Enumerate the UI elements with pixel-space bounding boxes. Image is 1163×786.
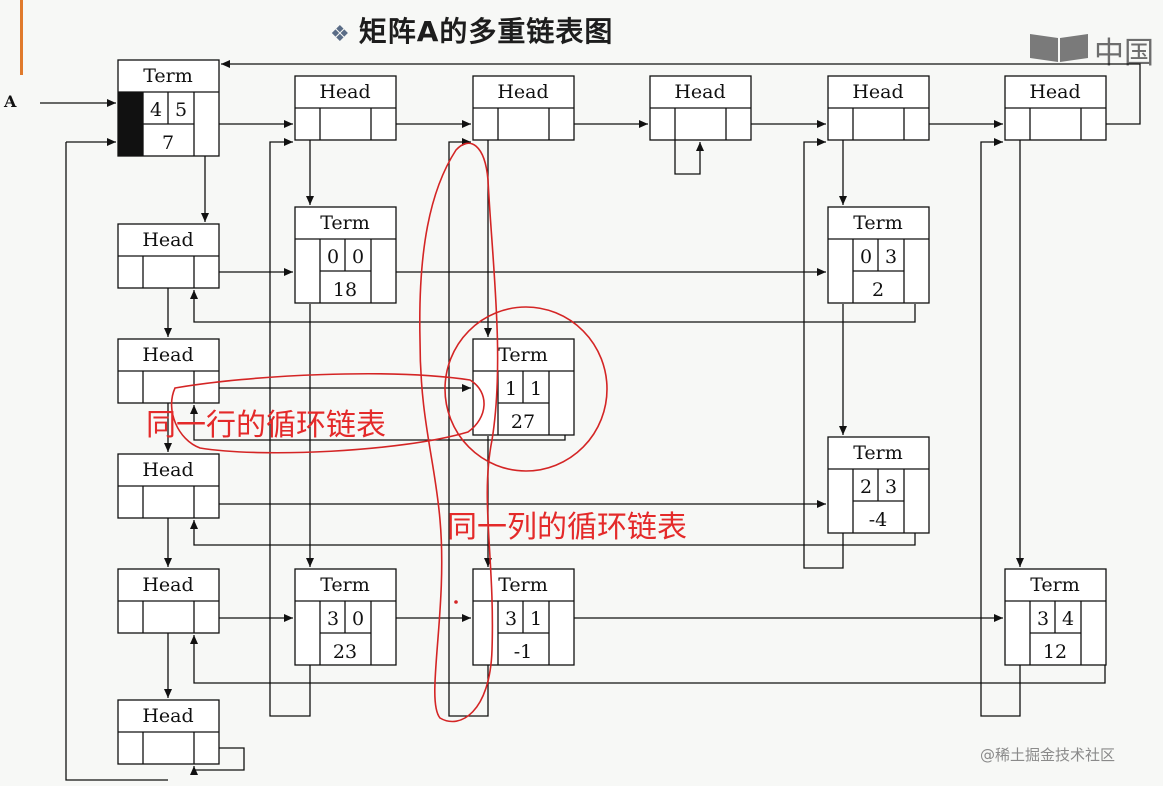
term-col-value: 3 — [885, 246, 897, 268]
link-line — [269, 138, 311, 717]
term-col-value: 0 — [352, 246, 364, 268]
link-line — [448, 138, 489, 717]
col-head-1: Head — [472, 75, 575, 141]
link-line — [674, 140, 704, 175]
node-kind-label: Head — [852, 81, 903, 103]
node-kind-label: Head — [497, 81, 548, 103]
term-value: 2 — [872, 279, 884, 301]
row-head-4: Head — [117, 699, 220, 765]
col-list-annotation: 同一列的循环链表 — [447, 510, 687, 545]
term-row-value: 3 — [505, 608, 517, 630]
node-kind-label: Head — [142, 459, 193, 481]
row-head-3: Head — [117, 568, 220, 634]
row-list-annotation: 同一行的循环链表 — [146, 408, 386, 443]
accent-bar — [20, 0, 23, 75]
term-row-value: 1 — [505, 378, 517, 400]
node-kind-label: Term — [498, 574, 548, 596]
row-head-2: Head — [117, 453, 220, 519]
term-col-value: 3 — [885, 476, 897, 498]
node-kind-label: Head — [142, 344, 193, 366]
row-list-highlight — [170, 373, 485, 454]
term-row-value: 0 — [860, 246, 872, 268]
term-value: 27 — [511, 411, 535, 433]
term-col-value: 1 — [530, 608, 542, 630]
term-col-value: 0 — [352, 608, 364, 630]
book-icon — [1030, 34, 1088, 62]
column-list-highlight — [418, 142, 499, 723]
node-kind-label: Head — [142, 574, 193, 596]
term-node-highlight-circle — [444, 306, 608, 472]
col-head-4: Head — [1004, 75, 1107, 141]
title-bullet-icon: ❖ — [330, 22, 351, 47]
node-kind-label: Head — [319, 81, 370, 103]
node-kind-label: Term — [320, 574, 370, 596]
node-kind-label: Head — [674, 81, 725, 103]
term-value: 23 — [333, 641, 357, 663]
node-kind-label: Term — [320, 212, 370, 234]
pointer-label-a: A — [4, 92, 17, 111]
link-line — [803, 138, 844, 569]
title-text: 矩阵A的多重链表图 — [358, 15, 614, 48]
term-value: -1 — [514, 641, 533, 663]
col-head-3: Head — [827, 75, 930, 141]
term-row-value: 3 — [1037, 608, 1049, 630]
term-col-value: 5 — [175, 99, 187, 121]
page-title: ❖ 矩阵A的多重链表图 — [330, 10, 613, 50]
node-kind-label: Term — [853, 212, 903, 234]
term-value: 7 — [162, 132, 174, 154]
term-value: 12 — [1043, 641, 1067, 663]
node-kind-label: Term — [1030, 574, 1080, 596]
term-value: 18 — [333, 279, 357, 301]
node-kind-label: Head — [142, 229, 193, 251]
term-row-value: 4 — [150, 99, 162, 121]
link-line — [65, 142, 168, 781]
term-col-value: 4 — [1062, 608, 1074, 630]
col-head-0: Head — [294, 75, 397, 141]
row-head-1: Head — [117, 338, 220, 404]
node-kind-label: Term — [853, 442, 903, 464]
brand-logo: 中国 — [1028, 26, 1160, 71]
col-head-2: Head — [649, 75, 752, 141]
red-dot — [454, 600, 458, 604]
term-value: -4 — [869, 509, 888, 531]
link-line — [221, 60, 1141, 125]
footer-watermark: @稀土掘金技术社区 — [980, 746, 1116, 764]
node-kind-label: Head — [1029, 81, 1080, 103]
term-col-value: 1 — [530, 378, 542, 400]
node-kind-label: Term — [143, 65, 193, 87]
term-row-value: 0 — [327, 246, 339, 268]
row-head-0: Head — [117, 223, 220, 289]
term-row-value: 2 — [860, 476, 872, 498]
logo-text: 中国 — [1094, 36, 1154, 71]
link-line — [190, 747, 245, 775]
term-row-value: 3 — [327, 608, 339, 630]
node-kind-label: Head — [142, 705, 193, 727]
link-line — [980, 138, 1021, 717]
node-kind-label: Term — [498, 344, 548, 366]
link-line — [190, 290, 916, 323]
